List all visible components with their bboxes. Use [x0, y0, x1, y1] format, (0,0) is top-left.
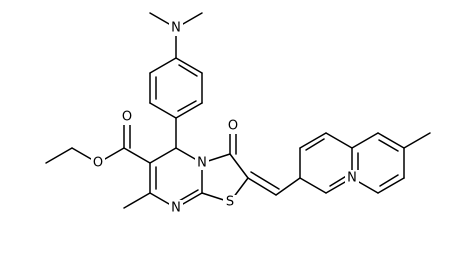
atom-o-ketone: O	[226, 119, 240, 134]
atom-o-ester-carbonyl: O	[120, 110, 134, 125]
bond	[275, 177, 301, 196]
atom-label: N	[171, 21, 181, 36]
atom-n-quinoline: N	[345, 170, 359, 186]
bond	[177, 100, 197, 112]
bond	[123, 147, 151, 164]
atom-o-ester-ether: O	[91, 155, 105, 171]
atom-label: O	[122, 110, 132, 125]
bond	[305, 138, 325, 151]
bond	[149, 102, 177, 119]
bond	[377, 132, 405, 149]
bond	[229, 153, 249, 179]
atom-label: O	[93, 156, 103, 171]
atom-label: N	[197, 156, 207, 171]
bond	[403, 132, 431, 149]
bond	[123, 192, 151, 209]
bond	[250, 171, 280, 190]
atom-n-ring-pyrimidine: N	[169, 200, 183, 216]
bond	[379, 174, 399, 187]
atom-label: N	[347, 171, 357, 186]
atom-label: S	[226, 195, 234, 210]
bond	[377, 177, 405, 194]
bond	[325, 132, 353, 149]
atom-label: N	[171, 201, 181, 216]
atom-label: O	[228, 119, 238, 134]
bond	[299, 132, 327, 149]
bond	[247, 177, 277, 196]
bond	[175, 57, 203, 74]
atom-n-ring-bridge: N	[195, 155, 209, 171]
bond	[378, 139, 399, 152]
atom-n-dimethylamino: N	[169, 21, 183, 36]
bond	[149, 57, 177, 74]
bond	[351, 132, 379, 149]
atom-s-thiazole: S	[223, 195, 237, 210]
bond	[299, 177, 327, 194]
bond	[45, 147, 73, 164]
bond-layer	[45, 12, 431, 209]
bond	[178, 64, 198, 77]
bond	[149, 147, 177, 164]
atom-label-layer: N O O N N O S N	[91, 21, 359, 216]
bond	[178, 189, 199, 202]
bond	[175, 102, 203, 119]
